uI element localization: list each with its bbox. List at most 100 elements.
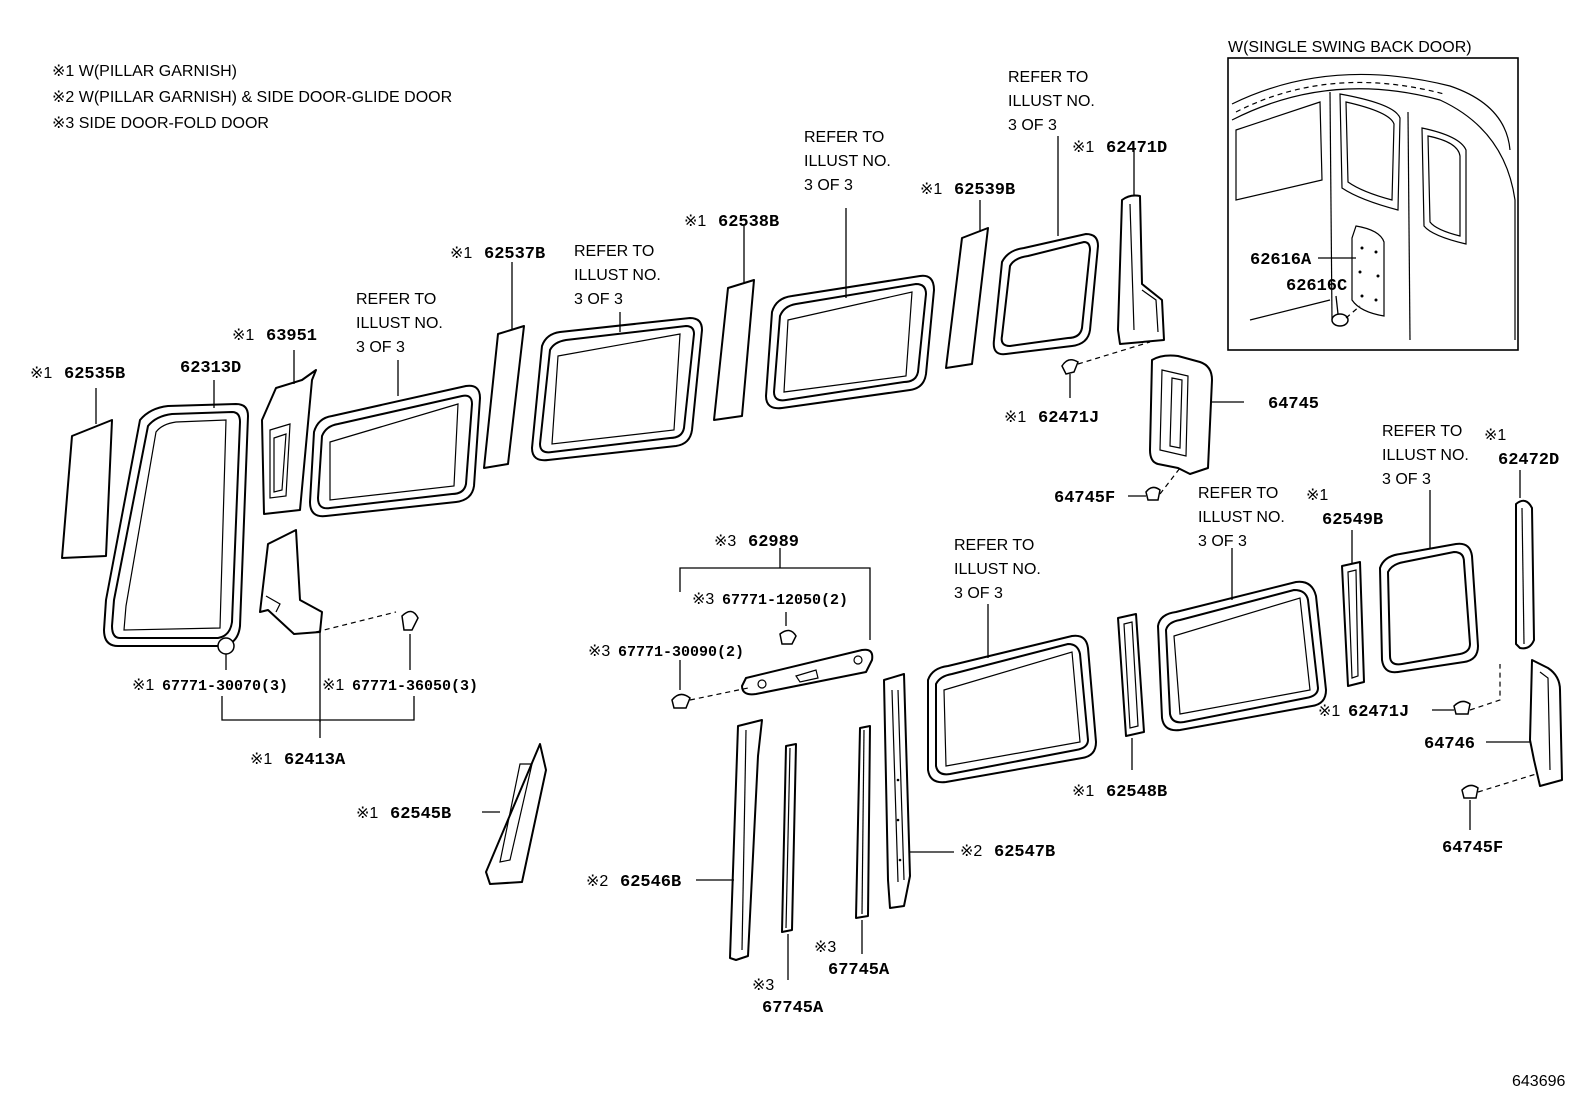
window-frame-1: REFER TO ILLUST NO. 3 OF 3 — [309, 291, 481, 518]
svg-text:3 OF 3: 3 OF 3 — [804, 177, 853, 194]
label-62539B: 62539B — [954, 181, 1015, 200]
svg-text:※1: ※1 — [132, 677, 154, 694]
inset-window-right — [1421, 127, 1467, 245]
label-67771-30070: 67771-30070(3) — [162, 678, 288, 695]
svg-text:※1: ※1 — [30, 365, 52, 382]
svg-text:3 OF 3: 3 OF 3 — [356, 339, 405, 356]
svg-text:※1: ※1 — [1004, 409, 1026, 426]
clip-67771-36050 — [401, 610, 419, 631]
part-62535B: ※1 62535B — [30, 365, 125, 559]
svg-text:ILLUST NO.: ILLUST NO. — [954, 561, 1041, 578]
svg-text:※1: ※1 — [450, 245, 472, 262]
svg-text:※1: ※1 — [1318, 703, 1340, 720]
part-67745A-right: ※3 67745A — [814, 725, 890, 980]
window-frame-4: REFER TO ILLUST NO. 3 OF 3 — [992, 69, 1099, 356]
svg-text:※1: ※1 — [684, 213, 706, 230]
part-62545B: ※1 62545B — [356, 743, 547, 885]
svg-text:3 OF 3: 3 OF 3 — [574, 291, 623, 308]
part-62546B: ※2 62546B — [586, 719, 763, 961]
window-frame-2: REFER TO ILLUST NO. 3 OF 3 — [531, 243, 703, 462]
part-63951: ※1 63951 — [232, 327, 317, 515]
part-62539B: ※1 62539B — [920, 181, 1015, 369]
svg-text:3 OF 3: 3 OF 3 — [1198, 533, 1247, 550]
ref-label-1a: REFER TO — [356, 291, 436, 308]
part-62471D: ※1 62471D ※1 62471J — [1004, 139, 1167, 428]
clip-64745F — [1145, 486, 1161, 501]
label-67745A-right: 67745A — [828, 961, 890, 980]
svg-text:※1: ※1 — [1072, 783, 1094, 800]
part-62538B: ※1 62538B — [684, 213, 779, 421]
label-67745A-left: 67745A — [762, 999, 824, 1018]
svg-text:※1: ※1 — [1072, 139, 1094, 156]
label-64745F-lower: 64745F — [1442, 839, 1503, 858]
svg-text:※2: ※2 — [960, 843, 982, 860]
window-frame-3: REFER TO ILLUST NO. 3 OF 3 — [765, 129, 935, 410]
label-62616A: 62616A — [1250, 251, 1312, 270]
part-62989: ※3 62989 ※3 67771-12050(2) ※3 67771-3009… — [588, 533, 874, 709]
legend: ※1 W(PILLAR GARNISH) ※2 W(PILLAR GARNISH… — [52, 63, 452, 132]
part-67745A-left: ※3 67745A — [752, 743, 824, 1018]
ref-label-5a: REFER TO — [954, 537, 1034, 554]
svg-text:※3: ※3 — [714, 533, 736, 550]
svg-text:※1: ※1 — [232, 327, 254, 344]
diagram-id: 643696 — [1512, 1073, 1565, 1090]
part-62413A: ※1 67771-30070(3) ※1 67771-36050(3) ※1 6… — [132, 529, 478, 770]
legend-note-1: ※1 W(PILLAR GARNISH) — [52, 63, 237, 80]
label-62413A: 62413A — [284, 751, 346, 770]
svg-text:※1: ※1 — [1306, 487, 1328, 504]
part-62537B: ※1 62537B — [450, 245, 545, 469]
label-62313D: 62313D — [180, 359, 241, 378]
svg-text:ILLUST NO.: ILLUST NO. — [1198, 509, 1285, 526]
svg-text:※3: ※3 — [814, 939, 836, 956]
svg-text:※3: ※3 — [692, 591, 714, 608]
svg-text:※1: ※1 — [920, 181, 942, 198]
svg-text:ILLUST NO.: ILLUST NO. — [1008, 93, 1095, 110]
part-62549B: ※1 62549B — [1306, 487, 1383, 687]
svg-text:※1: ※1 — [250, 751, 272, 768]
label-67771-36050: 67771-36050(3) — [352, 678, 478, 695]
window-frame-6: REFER TO ILLUST NO. 3 OF 3 — [1157, 485, 1327, 732]
legend-note-2: ※2 W(PILLAR GARNISH) & SIDE DOOR-GLIDE D… — [52, 89, 452, 106]
inset-window-mid — [1339, 93, 1401, 211]
label-62545B: 62545B — [390, 805, 451, 824]
legend-note-3: ※3 SIDE DOOR-FOLD DOOR — [52, 115, 269, 132]
label-64745F: 64745F — [1054, 489, 1115, 508]
inset-body-outline — [1231, 88, 1516, 340]
svg-text:※3: ※3 — [752, 977, 774, 994]
label-64745: 64745 — [1268, 395, 1319, 414]
ref-label-6a: REFER TO — [1198, 485, 1278, 502]
inset-hole-cover — [1351, 225, 1385, 317]
part-64745: 64745 64745F — [1054, 354, 1319, 508]
svg-text:※2: ※2 — [586, 873, 608, 890]
ref-label-7a: REFER TO — [1382, 423, 1462, 440]
part-64746: ※1 62471J 64746 64745F — [1318, 659, 1563, 858]
label-62548B: 62548B — [1106, 783, 1167, 802]
svg-text:ILLUST NO.: ILLUST NO. — [1382, 447, 1469, 464]
svg-text:3 OF 3: 3 OF 3 — [954, 585, 1003, 602]
part-62548B: ※1 62548B — [1072, 613, 1167, 802]
window-frame-7: REFER TO ILLUST NO. 3 OF 3 — [1379, 423, 1479, 674]
svg-text:※1: ※1 — [356, 805, 378, 822]
label-62535B: 62535B — [64, 365, 125, 384]
svg-text:ILLUST NO.: ILLUST NO. — [804, 153, 891, 170]
label-62547B: 62547B — [994, 843, 1055, 862]
label-62472D: 62472D — [1498, 451, 1559, 470]
label-67771-12050: 67771-12050(2) — [722, 592, 848, 609]
inset-window-left — [1235, 101, 1323, 201]
clip-67771-12050 — [779, 629, 797, 645]
label-62616C: 62616C — [1286, 277, 1347, 296]
clip-62471J — [1061, 359, 1079, 375]
svg-text:3 OF 3: 3 OF 3 — [1008, 117, 1057, 134]
svg-text:※1: ※1 — [322, 677, 344, 694]
ref-label-2a: REFER TO — [574, 243, 654, 260]
clip-62471J-lower — [1453, 700, 1471, 715]
svg-text:ILLUST NO.: ILLUST NO. — [356, 315, 443, 332]
label-62471J: 62471J — [1038, 409, 1099, 428]
svg-text:3 OF 3: 3 OF 3 — [1382, 471, 1431, 488]
clip-67771-30090 — [671, 693, 691, 709]
window-frame-5: REFER TO ILLUST NO. 3 OF 3 — [927, 537, 1097, 784]
label-63951: 63951 — [266, 327, 317, 346]
label-62538B: 62538B — [718, 213, 779, 232]
label-62989: 62989 — [748, 533, 799, 552]
inset-clip — [1331, 313, 1349, 327]
